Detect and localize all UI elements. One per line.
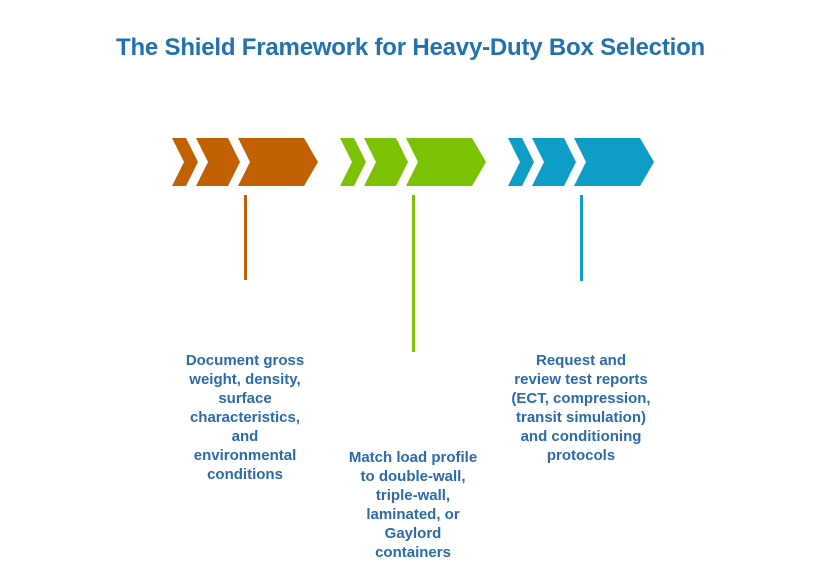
step-1: Document gross weight, density, surface … (172, 138, 318, 568)
chevron-medium-icon (196, 138, 240, 186)
chevron-arrows-step-1 (172, 138, 318, 186)
chevron-medium-icon (364, 138, 408, 186)
step-description: Request and review test reports (ECT, co… (511, 352, 651, 464)
connector-line (579, 195, 583, 281)
chevron-small-icon (172, 138, 198, 186)
chevron-small-icon (508, 138, 534, 186)
step-description: Match load profile to double-wall, tripl… (348, 449, 478, 561)
chevron-arrows-step-2 (340, 138, 486, 186)
page-title: The Shield Framework for Heavy-Duty Box … (115, 34, 706, 61)
chevron-large-arrow-icon (406, 138, 486, 186)
chevron-medium-icon (532, 138, 576, 186)
step-2: Match load profile to double-wall, tripl… (340, 138, 486, 568)
connector-line (243, 195, 247, 280)
chevron-small-icon (340, 138, 366, 186)
chevron-arrows-step-3 (508, 138, 654, 186)
step-description: Document gross weight, density, surface … (185, 352, 305, 483)
chevron-large-arrow-icon (238, 138, 318, 186)
connector-line (411, 195, 415, 352)
step-3: Request and review test reports (ECT, co… (508, 138, 654, 568)
chevron-large-arrow-icon (574, 138, 654, 186)
